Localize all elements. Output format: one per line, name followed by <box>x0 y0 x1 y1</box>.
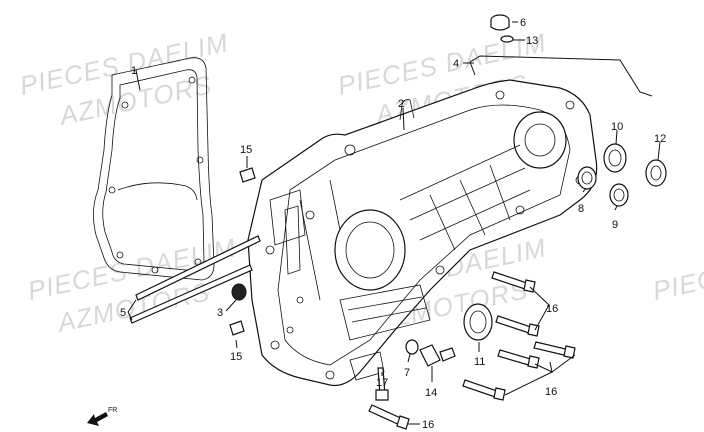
filler-cap-part <box>490 14 514 43</box>
callout-number: 16 <box>546 303 558 315</box>
callout-number: 7 <box>404 367 410 379</box>
callout-number: 4 <box>453 58 459 70</box>
bolt-parts <box>368 271 576 430</box>
callout-number: 5 <box>120 307 126 319</box>
oil-seal-part <box>463 303 493 341</box>
bearing-parts <box>577 143 667 207</box>
callout-labels: 1 2 3 4 5 6 7 8 9 10 11 12 13 14 15 15 1… <box>120 17 666 431</box>
breather-tube-part <box>469 55 653 97</box>
callout-number: 17 <box>376 377 388 389</box>
dowel-pin-parts <box>229 167 256 336</box>
watermark: PIEC <box>650 263 704 306</box>
callout-number: 15 <box>240 144 252 156</box>
front-direction-arrow-icon: FR <box>87 407 117 426</box>
callout-number: 1 <box>131 65 137 77</box>
callout-number: 3 <box>217 307 223 319</box>
callout-number: 6 <box>520 17 526 29</box>
callout-number: 10 <box>611 121 623 133</box>
crankcase-part <box>247 79 598 387</box>
stud-bolt-parts <box>129 235 261 324</box>
callout-number: 9 <box>612 219 618 231</box>
callout-number: 11 <box>474 356 485 368</box>
callout-number: 16 <box>545 386 557 398</box>
callout-number: 2 <box>398 98 404 110</box>
callout-number: 12 <box>654 133 666 145</box>
direction-label: FR <box>108 407 117 414</box>
callout-number: 13 <box>526 35 538 47</box>
callout-number: 15 <box>230 351 242 363</box>
callout-number: 8 <box>578 203 584 215</box>
leader-lines <box>127 21 661 425</box>
callout-number: 16 <box>422 419 434 431</box>
callout-number: 14 <box>425 387 437 399</box>
drain-bolt-part <box>405 339 456 367</box>
